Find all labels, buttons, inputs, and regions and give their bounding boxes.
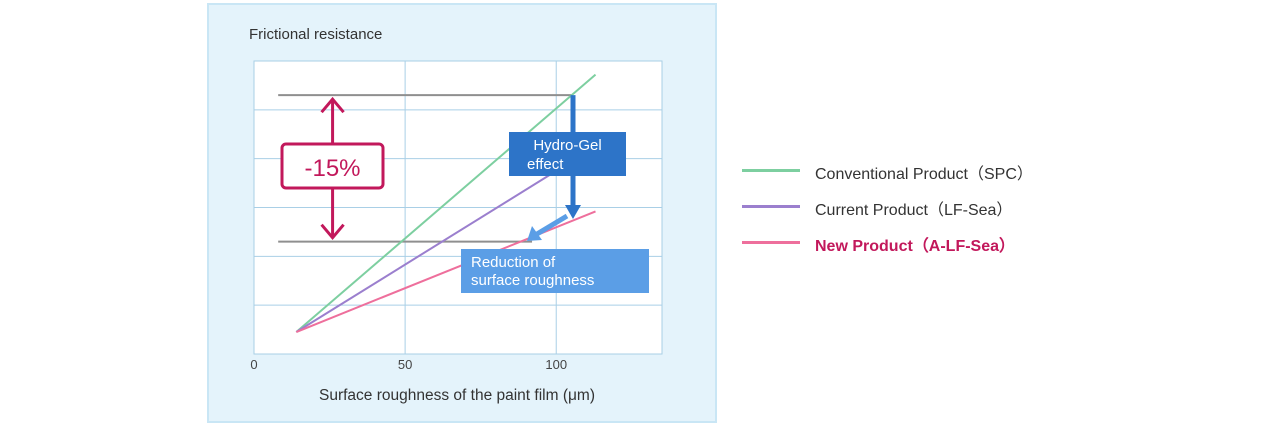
- x-tick-label-0: 0: [250, 357, 257, 372]
- legend-label-conventional: Conventional Product（SPC）: [815, 166, 1033, 183]
- legend-label-current: Current Product（LF-Sea）: [815, 202, 1013, 219]
- hydro-gel-label-line-1: Hydro-Gel: [533, 137, 601, 154]
- series-line-1: [295, 170, 557, 333]
- x-axis-label: Surface roughness of the paint film (μm): [319, 387, 595, 404]
- roughness-arrow-head: [527, 226, 542, 241]
- chart-title: Frictional resistance: [249, 26, 382, 43]
- reduction-label-box: [280, 142, 385, 190]
- roughness-label-box: [461, 249, 649, 293]
- x-tick-label-100: 100: [545, 357, 567, 372]
- legend-item-conventional: Conventional Product（SPC）: [742, 158, 1142, 194]
- roughness-label-line-1: Reduction of: [471, 254, 556, 271]
- legend-swatch-new: [742, 241, 800, 244]
- roughness-arrow-shaft: [535, 213, 569, 237]
- x-tick-label-50: 50: [398, 357, 412, 372]
- legend-swatch-current: [742, 205, 800, 208]
- hydro-gel-label-line-2: effect: [527, 156, 564, 173]
- reduction-label: -15%: [304, 155, 360, 182]
- hydro-gel-label-box: [509, 132, 626, 176]
- legend: Conventional Product（SPC） Current Produc…: [742, 158, 1142, 266]
- legend-label-new: New Product（A-LF-Sea）: [815, 238, 1016, 255]
- series-line-0: [295, 73, 597, 333]
- legend-item-current: Current Product（LF-Sea）: [742, 194, 1142, 230]
- roughness-label-line-2: surface roughness: [471, 272, 594, 289]
- hydro-gel-arrow-head: [565, 205, 581, 219]
- reduction-arrow-head-down: [320, 223, 345, 241]
- legend-swatch-conventional: [742, 169, 800, 172]
- reduction-arrow-head-up: [320, 96, 345, 114]
- legend-item-new: New Product（A-LF-Sea）: [742, 230, 1142, 266]
